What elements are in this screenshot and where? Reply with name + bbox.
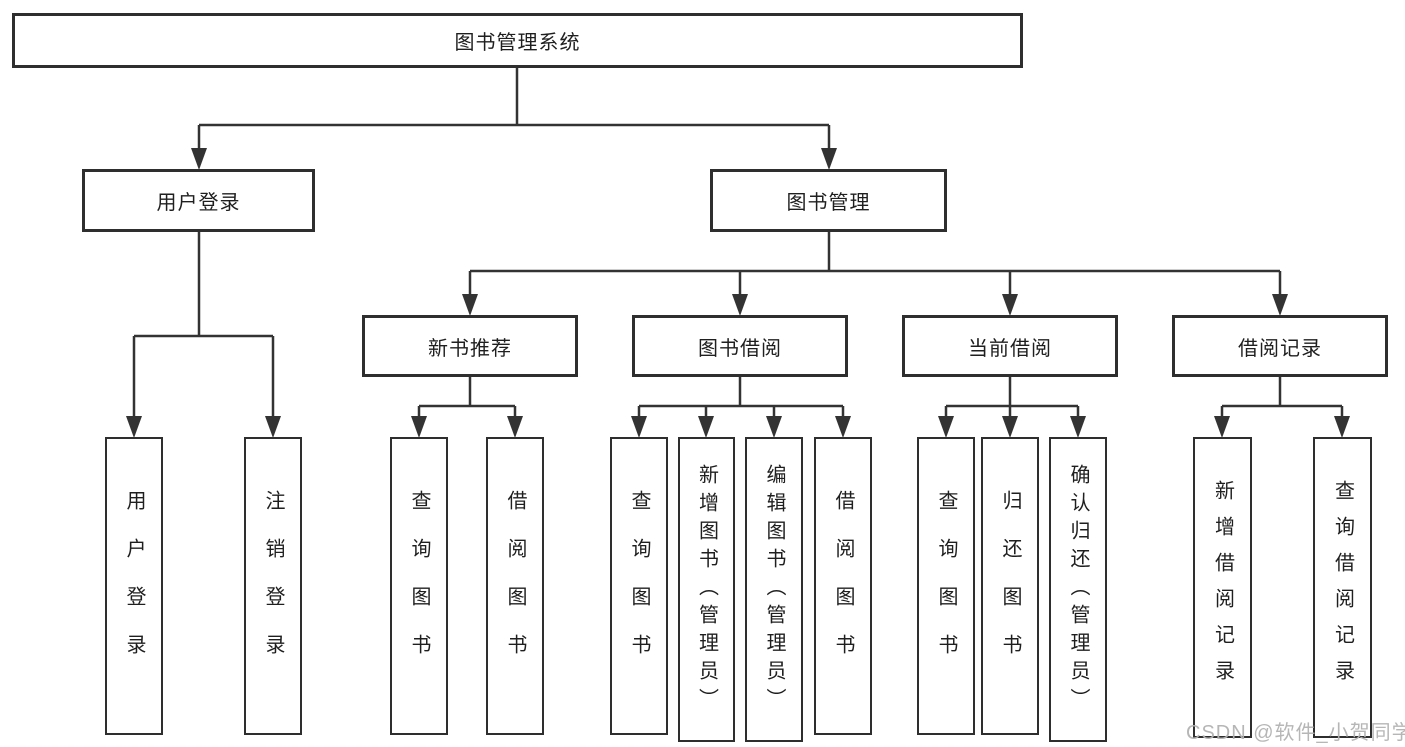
leaf-query-borrow-record: 查询借阅记录 (1313, 437, 1372, 738)
leaf-query-books-current: 查询图书 (917, 437, 975, 735)
leaf-borrow-books-label: 借阅图书 (832, 490, 854, 682)
tree-edges (132, 68, 1344, 416)
leaf-query-books-borrow-label: 查询图书 (628, 490, 650, 682)
leaf-query-books-recommend-label: 查询图书 (408, 490, 430, 682)
leaf-borrow-books-recommend-label: 借阅图书 (504, 490, 526, 682)
leaf-borrow-books: 借阅图书 (814, 437, 872, 735)
leaf-return-book: 归还图书 (981, 437, 1039, 735)
leaf-add-book-admin: 新增图书（管理员） (678, 437, 735, 742)
leaf-return-book-label: 归还图书 (999, 490, 1021, 682)
node-book-borrow: 图书借阅 (632, 315, 848, 377)
node-borrow-record: 借阅记录 (1172, 315, 1388, 377)
leaf-logout-label: 注销登录 (262, 490, 284, 682)
leaf-confirm-return-admin-label: 确认归还（管理员） (1067, 463, 1089, 716)
node-book-management: 图书管理 (710, 169, 947, 232)
node-library-system: 图书管理系统 (12, 13, 1023, 68)
leaf-borrow-books-recommend: 借阅图书 (486, 437, 544, 735)
node-new-book-recommend-label: 新书推荐 (428, 337, 512, 360)
node-user-login-label: 用户登录 (156, 192, 241, 214)
node-book-borrow-label: 图书借阅 (698, 337, 782, 360)
node-user-login: 用户登录 (82, 169, 315, 232)
leaf-add-borrow-record: 新增借阅记录 (1193, 437, 1252, 738)
leaf-user-login-label: 用户登录 (123, 490, 145, 682)
node-new-book-recommend: 新书推荐 (362, 315, 578, 377)
arrowheads (126, 148, 1350, 438)
leaf-query-books-current-label: 查询图书 (935, 490, 957, 682)
node-current-borrow: 当前借阅 (902, 315, 1118, 377)
leaf-query-borrow-record-label: 查询借阅记录 (1331, 479, 1354, 696)
leaf-logout: 注销登录 (244, 437, 302, 735)
leaf-query-books-recommend: 查询图书 (390, 437, 448, 735)
node-current-borrow-label: 当前借阅 (968, 337, 1052, 360)
leaf-edit-book-admin-label: 编辑图书（管理员） (763, 463, 785, 716)
node-book-management-label: 图书管理 (786, 192, 871, 214)
leaf-add-borrow-record-label: 新增借阅记录 (1211, 479, 1234, 696)
leaf-add-book-admin-label: 新增图书（管理员） (695, 463, 718, 716)
leaf-edit-book-admin: 编辑图书（管理员） (745, 437, 803, 742)
watermark: CSDN @软件_小贺同学 (1186, 722, 1405, 744)
node-borrow-record-label: 借阅记录 (1238, 337, 1322, 360)
leaf-confirm-return-admin: 确认归还（管理员） (1049, 437, 1107, 742)
leaf-user-login: 用户登录 (105, 437, 163, 735)
leaf-query-books-borrow: 查询图书 (610, 437, 668, 735)
node-library-system-label: 图书管理系统 (454, 32, 581, 54)
